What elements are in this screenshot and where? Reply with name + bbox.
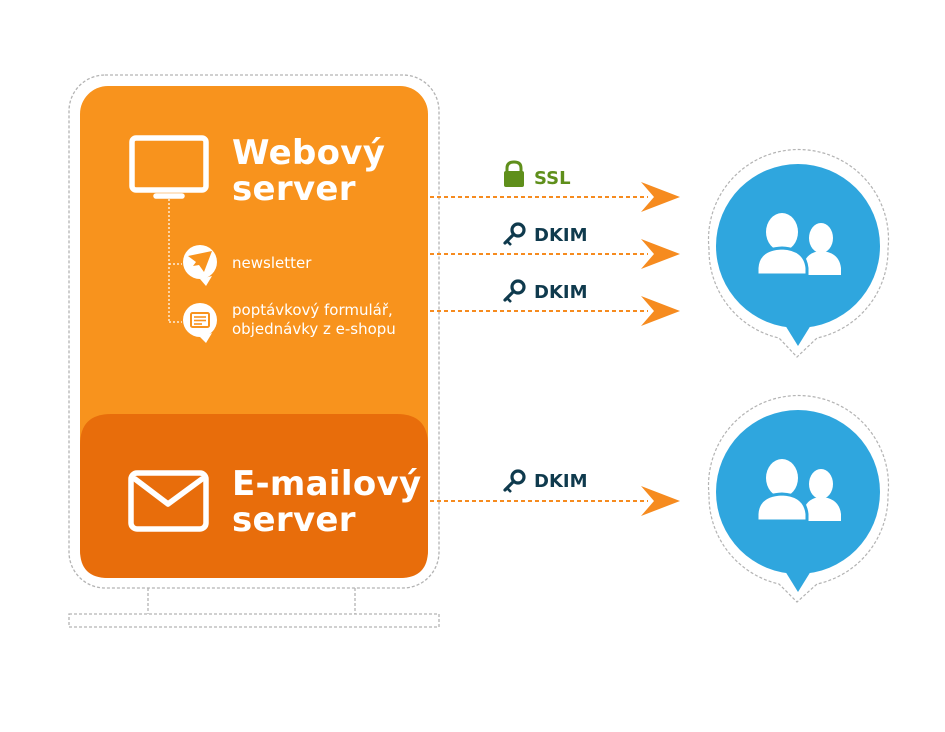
ssl-arrow xyxy=(430,182,680,212)
dkim-arrow-1 xyxy=(430,239,680,269)
email-server-title: E-mailový server xyxy=(232,464,422,540)
feature-connector xyxy=(168,199,182,323)
ssl-label: SSL xyxy=(534,168,571,189)
paper-plane-icon xyxy=(183,245,217,286)
dkim-label-2: DKIM xyxy=(534,282,588,303)
server-frame xyxy=(68,74,440,589)
form-label: poptávkový formulář, objednávky z e-shop… xyxy=(232,301,396,338)
key-icon xyxy=(503,222,526,246)
dkim-label-3: DKIM xyxy=(534,471,588,492)
web-server-title: Webový server xyxy=(232,133,386,209)
recipient-bubble-2 xyxy=(707,395,890,603)
recipient-bubble-1 xyxy=(707,149,890,358)
key-icon xyxy=(503,279,526,303)
connection-arrows xyxy=(430,182,680,516)
newsletter-label: newsletter xyxy=(232,254,312,272)
users-icon xyxy=(755,213,841,277)
email-server-panel xyxy=(80,414,428,578)
envelope-icon xyxy=(128,470,209,532)
lock-icon xyxy=(504,160,524,187)
server-stand xyxy=(68,588,440,628)
dkim-label-1: DKIM xyxy=(534,225,588,246)
key-icon xyxy=(503,469,526,493)
dkim-arrow-3 xyxy=(430,486,680,516)
dkim-arrow-2 xyxy=(430,296,680,326)
monitor-icon xyxy=(129,135,209,199)
users-icon xyxy=(755,459,841,523)
form-icon xyxy=(183,303,217,343)
